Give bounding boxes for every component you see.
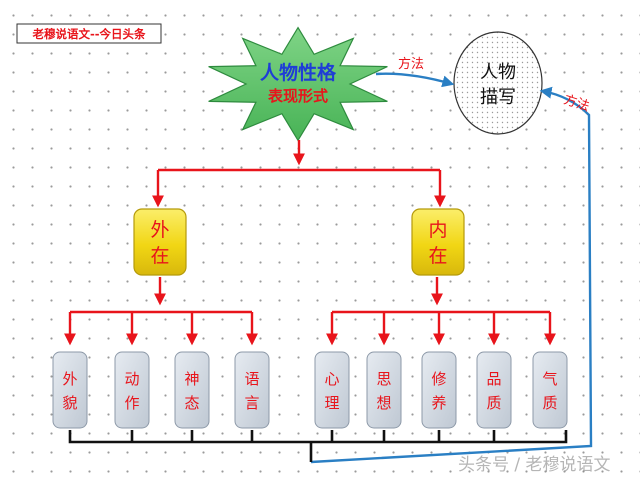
leaf-psychology: 心 理 xyxy=(314,351,350,429)
leaf-expression-line1: 神 xyxy=(184,370,199,388)
tree-connectors xyxy=(64,140,556,346)
leaf-action-line2: 作 xyxy=(124,394,139,412)
target-line1: 人物 xyxy=(480,62,516,83)
bottom-bracket xyxy=(68,430,568,462)
star-shape xyxy=(208,26,388,142)
leaf-temperament-line1: 气 xyxy=(542,370,557,388)
leaf-action-line1: 动 xyxy=(124,370,139,388)
leaf-cultivation-line1: 修 xyxy=(431,370,446,388)
leaf-appearance-line1: 外 xyxy=(62,370,77,388)
inner-line2: 在 xyxy=(428,245,447,267)
central-title: 人物性格 xyxy=(260,61,337,84)
method-arrow-right xyxy=(310,86,593,464)
character-description-node: 人物 描写 xyxy=(453,31,543,135)
leaf-character-quality-line2: 质 xyxy=(486,394,501,412)
leaf-psychology-line2: 理 xyxy=(324,394,339,412)
leaf-character-quality: 品 质 xyxy=(476,351,512,429)
leaf-appearance: 外 貌 xyxy=(52,351,88,429)
outer-node: 外 在 xyxy=(133,208,187,276)
leaf-expression: 神 态 xyxy=(174,351,210,429)
inner-line1: 内 xyxy=(428,219,447,241)
method-label-right: 方法 xyxy=(562,92,592,115)
method-label-left: 方法 xyxy=(398,56,424,72)
leaf-thought: 思 想 xyxy=(366,351,402,429)
outer-line1: 外 xyxy=(150,219,169,241)
leaf-action: 动 作 xyxy=(114,351,150,429)
leaf-thought-line1: 思 xyxy=(376,370,391,388)
watermark: 头条号 / 老穆说语文 xyxy=(458,455,611,475)
central-subtitle: 表现形式 xyxy=(268,87,328,105)
leaf-language: 语 言 xyxy=(234,351,270,429)
leaf-thought-line2: 想 xyxy=(376,394,391,412)
central-star: 人物性格 表现形式 xyxy=(208,26,388,142)
brand-badge: 老穆说语文--今日头条 xyxy=(16,23,162,44)
target-line2: 描写 xyxy=(480,87,516,108)
outer-line2: 在 xyxy=(150,245,169,267)
outer-items: 外 貌 动 作 神 态 语 言 xyxy=(52,351,270,429)
leaf-language-line1: 语 xyxy=(244,370,259,388)
leaf-cultivation: 修 养 xyxy=(421,351,457,429)
method-connectors: 方法 方法 xyxy=(310,56,593,464)
leaf-temperament-line2: 质 xyxy=(542,394,557,412)
method-arrow-left xyxy=(375,72,455,88)
leaf-psychology-line1: 心 xyxy=(324,370,339,388)
inner-items: 心 理 思 想 修 养 品 质 气 质 xyxy=(314,351,568,429)
leaf-character-quality-line1: 品 xyxy=(486,370,501,388)
leaf-expression-line2: 态 xyxy=(184,394,199,412)
leaf-temperament: 气 质 xyxy=(532,351,568,429)
leaf-cultivation-line2: 养 xyxy=(431,394,446,412)
brand-text: 老穆说语文--今日头条 xyxy=(31,27,146,41)
inner-node: 内 在 xyxy=(411,208,465,276)
leaf-appearance-line2: 貌 xyxy=(62,394,77,412)
leaf-language-line2: 言 xyxy=(244,394,259,412)
